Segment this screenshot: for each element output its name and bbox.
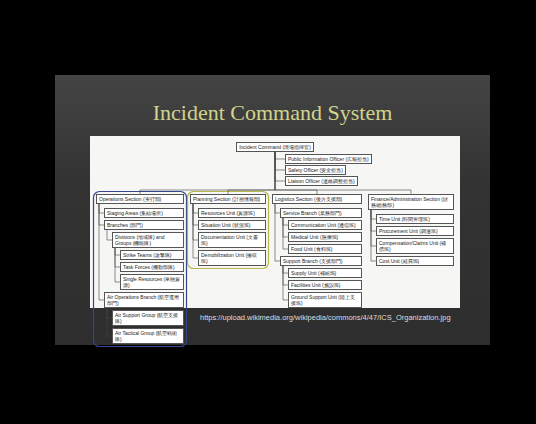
- org-connector: [228, 152, 275, 194]
- box-label: Documentation Unit (文書班): [201, 234, 263, 246]
- box-label: Air Tactical Group (航空戦術隊): [115, 330, 181, 342]
- box-label: Demobilization Unit (撤収班): [201, 252, 263, 264]
- unit-box: Resources Unit (資源班): [198, 208, 266, 218]
- box-label: Communication Unit (通信班): [291, 222, 359, 228]
- box-label: Resources Unit (資源班): [201, 210, 263, 216]
- box-label: Air Operations Branch (航空運用部門): [107, 294, 181, 306]
- box-label: Finance/Administration Section (財務/総務部): [371, 196, 451, 208]
- unit-box: Strike Teams (攻撃隊): [120, 250, 184, 260]
- box-label: Task Forces (機動部隊): [123, 264, 181, 270]
- unit-box: Procurement Unit (調達班): [376, 226, 454, 236]
- box-label: Facilities Unit (施設班): [291, 282, 359, 288]
- planning-outline: [188, 192, 269, 269]
- box-label: Service Branch (業務部門): [283, 210, 359, 216]
- box-label: Staging Areas (集結場所): [107, 210, 181, 216]
- box-label: Divisions (地域隊) and Groups (機能隊): [115, 234, 181, 246]
- box-label: Branches (部門): [107, 222, 181, 228]
- unit-box: Food Unit (食料班): [288, 244, 362, 254]
- box-label: Food Unit (食料班): [291, 246, 359, 252]
- box-label: Liaison Officer (連絡調整担当): [288, 178, 355, 184]
- operations-outline: [94, 192, 187, 347]
- unit-box: Time Unit (時間管理班): [376, 214, 454, 224]
- box-label: Cost Unit (経費班): [379, 258, 451, 264]
- unit-box: Divisions (地域隊) and Groups (機能隊): [112, 232, 184, 248]
- unit-box: Air Operations Branch (航空運用部門): [104, 292, 184, 308]
- unit-box: Cost Unit (経費班): [376, 256, 454, 266]
- unit-box: Demobilization Unit (撤収班): [198, 250, 266, 266]
- box-label: Medical Unit (医療班): [291, 234, 359, 240]
- box-label: Logistics Section (後方支援部): [275, 196, 359, 202]
- officer-box: Safety Officer (安全担当): [285, 165, 346, 175]
- box-label: Operations Section (実行部): [99, 196, 181, 202]
- box-label: Support Branch (支援部門): [283, 258, 359, 264]
- org-connector: [99, 204, 104, 300]
- unit-box: Support Branch (支援部門): [280, 256, 362, 266]
- section-box: Operations Section (実行部): [96, 194, 184, 204]
- unit-box: Compensation/Claims Unit (補償班): [376, 238, 454, 254]
- unit-box: Single Resources (単独資源): [120, 274, 184, 290]
- box-label: Situation Unit (状況班): [201, 222, 263, 228]
- box-label: Strike Teams (攻撃隊): [123, 252, 181, 258]
- unit-box: Communication Unit (通信班): [288, 220, 362, 230]
- officer-box: Public Information Officer (広報担当): [285, 154, 372, 164]
- officer-box: Liaison Officer (連絡調整担当): [285, 176, 358, 186]
- source-url: https://upload.wikimedia.org/wikipedia/c…: [200, 313, 451, 322]
- command-box: Incident Command (現場指揮官): [236, 142, 314, 152]
- box-label: Procurement Unit (調達班): [379, 228, 451, 234]
- box-label: Supply Unit (補給班): [291, 270, 359, 276]
- unit-box: Air Support Group (航空支援隊): [112, 310, 184, 326]
- unit-box: Medical Unit (医療班): [288, 232, 362, 242]
- unit-box: Situation Unit (状況班): [198, 220, 266, 230]
- section-box: Planning Section (計画情報部): [190, 194, 266, 204]
- box-label: Safety Officer (安全担当): [288, 167, 343, 173]
- unit-box: Staging Areas (集結場所): [104, 208, 184, 218]
- slide-title: Incident Command System: [55, 100, 490, 126]
- box-label: Planning Section (計画情報部): [193, 196, 263, 202]
- unit-box: Facilities Unit (施設班): [288, 280, 362, 290]
- unit-box: Air Tactical Group (航空戦術隊): [112, 328, 184, 344]
- org-connector: [275, 152, 285, 181]
- box-label: Air Support Group (航空支援隊): [115, 312, 181, 324]
- box-label: Compensation/Claims Unit (補償班): [379, 240, 451, 252]
- org-connector: [275, 152, 285, 170]
- box-label: Time Unit (時間管理班): [379, 216, 451, 222]
- box-label: Ground Support Unit (陸上支援班): [291, 294, 359, 306]
- box-label: Public Information Officer (広報担当): [288, 156, 369, 162]
- unit-box: Documentation Unit (文書班): [198, 232, 266, 248]
- box-label: Incident Command (現場指揮官): [239, 144, 311, 150]
- org-connector: [275, 152, 285, 159]
- unit-box: Service Branch (業務部門): [280, 208, 362, 218]
- org-connector: [140, 152, 275, 194]
- unit-box: Branches (部門): [104, 220, 184, 230]
- section-box: Finance/Administration Section (財務/総務部): [368, 194, 454, 210]
- unit-box: Ground Support Unit (陸上支援班): [288, 292, 362, 308]
- org-connector: [275, 152, 411, 194]
- box-label: Single Resources (単独資源): [123, 276, 181, 288]
- unit-box: Supply Unit (補給班): [288, 268, 362, 278]
- section-box: Logistics Section (後方支援部): [272, 194, 362, 204]
- unit-box: Task Forces (機動部隊): [120, 262, 184, 272]
